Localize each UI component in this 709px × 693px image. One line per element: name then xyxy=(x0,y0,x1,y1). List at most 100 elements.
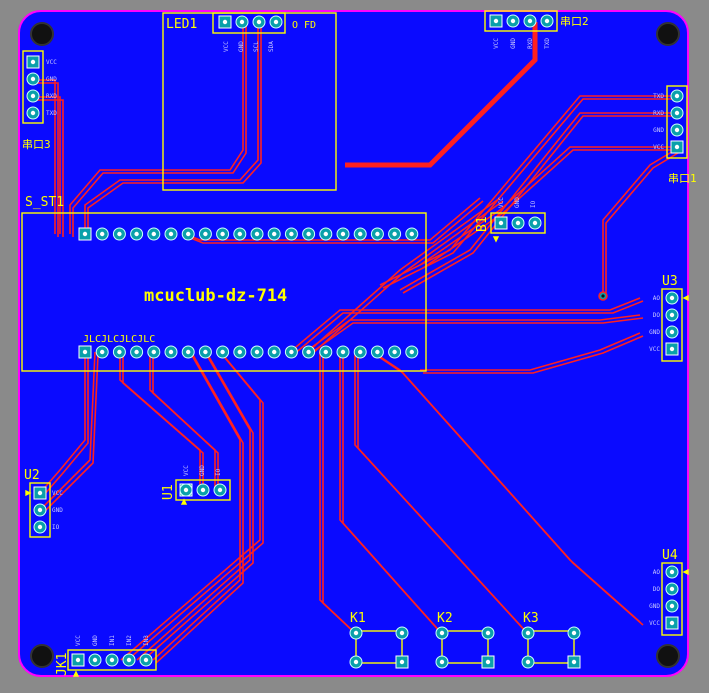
k2-pad xyxy=(435,655,449,669)
trace xyxy=(379,95,680,286)
pin-label: DO xyxy=(653,312,661,319)
k1-pad xyxy=(395,655,409,669)
trace xyxy=(123,354,264,664)
mounting-hole-top-right xyxy=(656,22,680,46)
trace xyxy=(39,352,86,494)
led1-pin xyxy=(269,15,283,29)
pin-label: VCC xyxy=(649,346,660,353)
u2-pin xyxy=(33,486,47,500)
uart3-outline xyxy=(22,50,44,124)
k3-designator: K3 xyxy=(523,611,539,626)
pin-label: GND xyxy=(510,38,517,49)
sst1-top-pad xyxy=(353,227,367,241)
pin-label: SCL xyxy=(253,41,260,52)
trace xyxy=(382,98,683,289)
trace xyxy=(605,149,684,299)
led1-pin xyxy=(252,15,266,29)
trace xyxy=(322,355,359,637)
sst1-top-pad xyxy=(112,227,126,241)
trace xyxy=(122,355,204,493)
trace xyxy=(39,351,96,511)
led1-pin xyxy=(218,15,232,29)
u2-designator: U2 xyxy=(24,468,40,483)
pin-label: VCC xyxy=(649,620,660,627)
u4-pin xyxy=(665,582,679,596)
trace xyxy=(357,355,531,637)
k2-pad xyxy=(435,626,449,640)
mounting-hole-bottom-left xyxy=(30,644,54,668)
pin-label: TXD xyxy=(544,38,551,49)
sst1-designator: S_ST1 xyxy=(25,195,64,210)
pin-label: IN1 xyxy=(109,635,116,646)
k3-pad xyxy=(567,626,581,640)
pin-label: VCC xyxy=(46,59,57,66)
sst1-top-pad xyxy=(302,227,316,241)
sst1-top-pad xyxy=(388,227,402,241)
uart2-pin xyxy=(540,14,554,28)
uart3-designator: 串口3 xyxy=(22,138,51,151)
u1-pin xyxy=(179,483,193,497)
jk1-designator: JK1 xyxy=(55,653,70,676)
mounting-hole-bottom-right xyxy=(656,644,680,668)
u4-pin xyxy=(665,616,679,630)
pin-label: GND xyxy=(199,465,206,476)
vias xyxy=(598,291,608,301)
pin-label: VCC xyxy=(183,465,190,476)
sst1-bottom-pad xyxy=(405,345,419,359)
uart2-header-outline xyxy=(484,10,558,32)
trace xyxy=(420,332,641,371)
power-trace xyxy=(345,22,538,168)
u3-pin xyxy=(665,342,679,356)
trace xyxy=(289,297,641,353)
u4-outline xyxy=(661,562,683,636)
u4-pin1-marker xyxy=(682,568,689,576)
u1-pin1-marker xyxy=(180,498,188,505)
pin-label: RXD xyxy=(527,38,534,49)
b1-pin1-marker xyxy=(492,236,500,243)
pin-label: GND xyxy=(46,76,57,83)
trace xyxy=(309,197,501,351)
pin-label: GND xyxy=(92,635,99,646)
sst1-bottom-pad xyxy=(250,345,264,359)
uart2-pin xyxy=(489,14,503,28)
sst1-top-pad xyxy=(370,227,384,241)
k1-outline xyxy=(355,630,403,664)
trace xyxy=(419,146,680,266)
trace xyxy=(69,22,244,234)
pin-label: SDA xyxy=(268,41,275,52)
sst1-bottom-pad xyxy=(370,345,384,359)
trace xyxy=(602,146,681,296)
sst1-bottom-pad xyxy=(78,345,92,359)
sst1-top-pad xyxy=(267,227,281,241)
u1-pin xyxy=(196,483,210,497)
sst1-bottom-pad xyxy=(388,345,402,359)
sst1-bottom-pad xyxy=(181,345,195,359)
sst1-bottom-pad xyxy=(353,345,367,359)
trace xyxy=(139,354,254,664)
b1-designator: B1 xyxy=(475,216,490,232)
trace xyxy=(37,82,59,237)
pin-label: IO xyxy=(52,524,60,531)
pin-label: VCC xyxy=(223,41,230,52)
pin-label: GND xyxy=(514,197,521,208)
b1-pin xyxy=(511,216,525,230)
pin-label: VCC xyxy=(52,490,63,497)
sst1-bottom-pad xyxy=(319,345,333,359)
b1-outline xyxy=(490,212,546,234)
u1-outline xyxy=(175,479,231,501)
pin-labels: VCCGNDRXDTXDTXDRXDGNDVCCAODOGNDVCCAODOGN… xyxy=(46,38,664,646)
sst1-bottom-pad xyxy=(95,345,109,359)
u3-designator: U3 xyxy=(662,274,678,289)
k2-pad xyxy=(481,626,495,640)
led-tail-label: O FD xyxy=(292,20,316,31)
u3-pin xyxy=(665,308,679,322)
sst1-top-pad xyxy=(405,227,419,241)
trace xyxy=(375,354,644,626)
mounting-hole-top-left xyxy=(30,22,54,46)
sst1-top-pad xyxy=(130,227,144,241)
trace xyxy=(399,112,680,291)
k2-outline xyxy=(441,630,489,664)
pin-label: VCC xyxy=(498,197,505,208)
